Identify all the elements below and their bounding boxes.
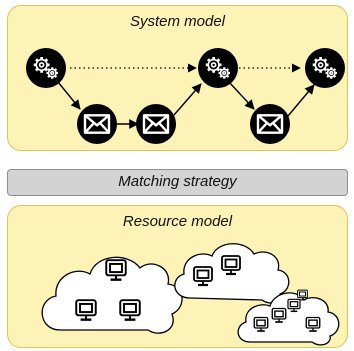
service-node — [305, 48, 345, 88]
message-node — [250, 104, 290, 144]
arrow-service1-message1 — [57, 81, 81, 110]
resource-cloud — [237, 289, 340, 346]
resource-model-title: Resource model — [122, 213, 233, 230]
arrow-service2-message3 — [228, 81, 255, 110]
message-node — [77, 104, 117, 144]
matching-strategy-bar: Matching strategy — [7, 169, 348, 196]
message-node — [136, 104, 176, 144]
system-model-panel: System model — [7, 5, 348, 151]
arrow-message2-service2 — [173, 83, 202, 116]
resource-cloud — [41, 256, 183, 334]
service-node — [198, 48, 238, 88]
system-model-title: System model — [129, 13, 226, 30]
arrow-message3-service3 — [287, 84, 315, 117]
resource-cloud — [174, 243, 290, 304]
service-node — [26, 48, 66, 88]
flow-connectors — [57, 63, 315, 129]
